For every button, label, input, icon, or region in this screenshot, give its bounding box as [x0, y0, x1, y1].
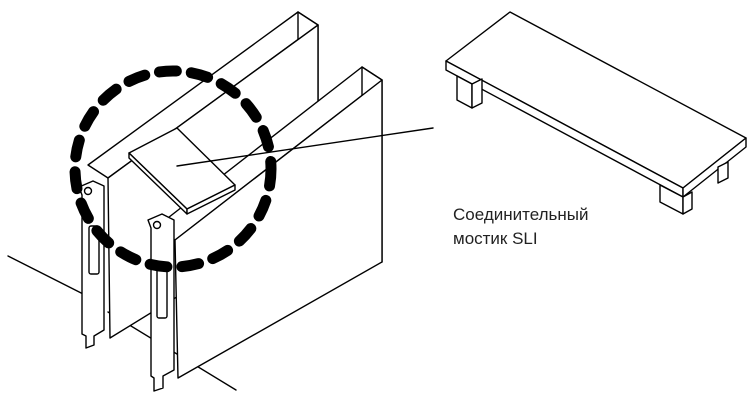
- sli-bridge-label-line2: мостик SLI: [453, 229, 538, 248]
- sli-bridge-enlarged: [445, 11, 747, 215]
- sli-bridge-label: Соединительный мостик SLI: [453, 203, 588, 251]
- bracket-front: [147, 213, 175, 392]
- sli-bridge-label-line1: Соединительный: [453, 205, 589, 224]
- callout-leader-line: [176, 127, 434, 167]
- sli-bridge-installed: [128, 127, 236, 215]
- highlight-circle: [69, 65, 277, 273]
